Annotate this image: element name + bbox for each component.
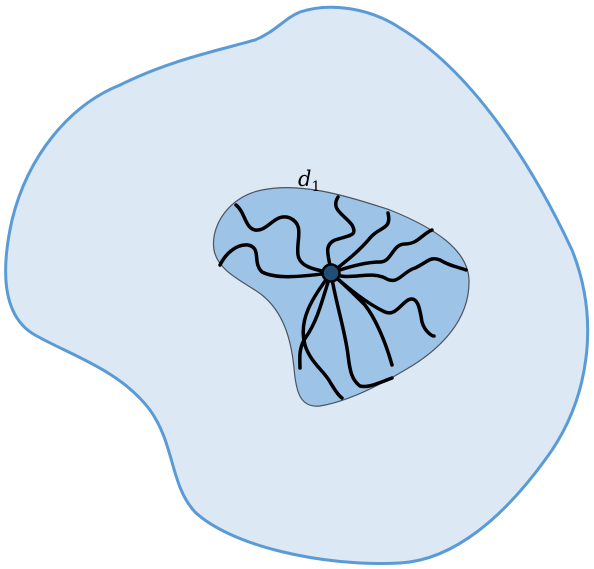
- path-strand: [298, 271, 333, 370]
- region-label: d1: [298, 167, 320, 195]
- path-strand: [329, 211, 391, 275]
- path-strand: [329, 271, 394, 389]
- path-strand: [329, 271, 394, 367]
- path-strand: [326, 195, 356, 275]
- path-network: [218, 195, 468, 400]
- path-strand: [329, 228, 434, 275]
- inner-region-d1: [212, 187, 470, 407]
- path-strand: [218, 243, 333, 279]
- label-main: d: [298, 167, 311, 191]
- path-strand: [329, 271, 436, 338]
- central-node: [321, 263, 341, 283]
- path-strand: [301, 271, 344, 400]
- path-strand: [234, 203, 333, 275]
- label-subscript: 1: [311, 179, 320, 195]
- path-strand: [329, 256, 468, 283]
